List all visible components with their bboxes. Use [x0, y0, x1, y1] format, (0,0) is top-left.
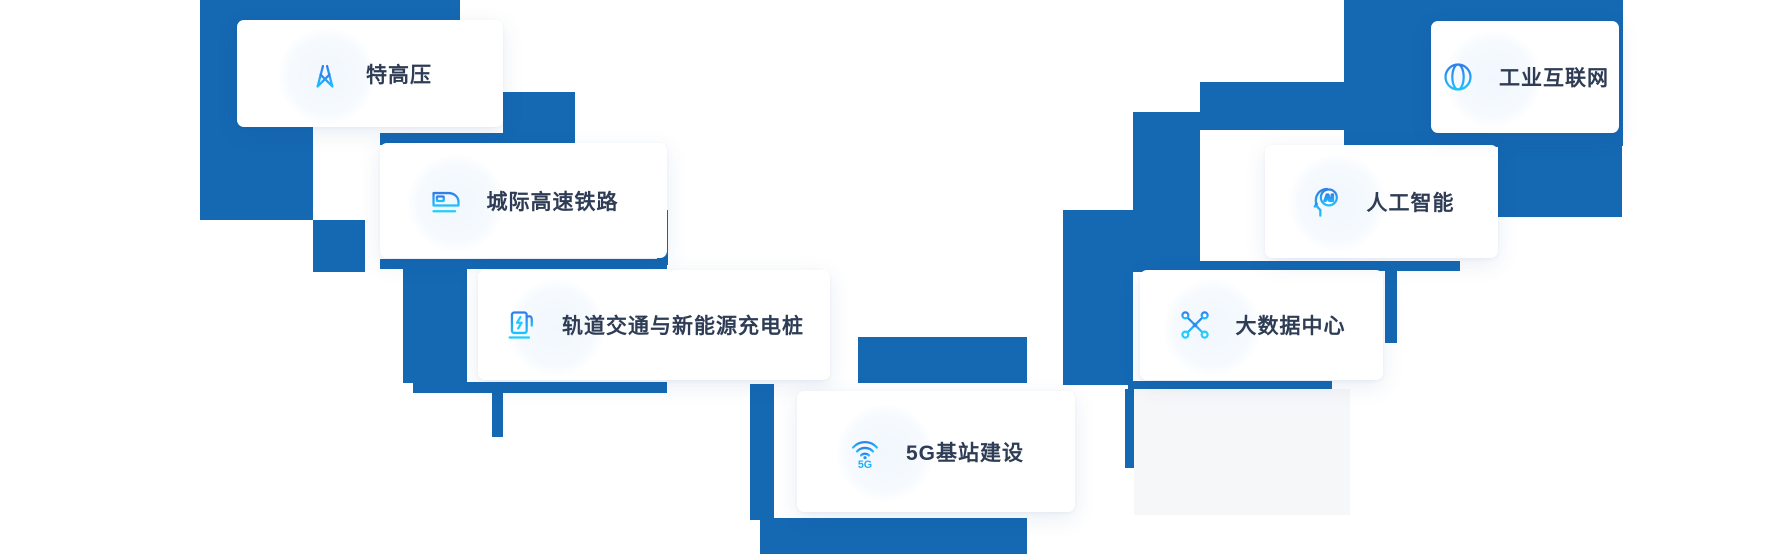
feature-card-industrial-internet[interactable]: 工业互联网 [1431, 21, 1619, 133]
icon-halo [1445, 31, 1541, 127]
high-speed-train-icon [429, 184, 463, 218]
deco-block [750, 384, 774, 520]
deco-block [760, 518, 1027, 554]
ai-head-icon: AI [1309, 185, 1343, 219]
deco-block [503, 92, 575, 137]
ev-charger-icon [504, 308, 538, 342]
gray-block [1134, 389, 1350, 515]
feature-label: 轨道交通与新能源充电桩 [562, 315, 804, 338]
feature-label: 人工智能 [1366, 191, 1455, 215]
feature-label: 工业互联网 [1499, 67, 1609, 90]
power-tower-icon [308, 57, 342, 91]
deco-block [380, 259, 667, 269]
feature-label: 大数据中心 [1235, 315, 1346, 338]
svg-text:AI: AI [1324, 192, 1334, 203]
deco-block [1063, 210, 1133, 385]
deco-block [1430, 137, 1498, 147]
deco-block [1498, 136, 1622, 217]
feature-label: 特高压 [366, 63, 432, 87]
feature-label: 5G基站建设 [905, 441, 1024, 465]
deco-block [1128, 381, 1332, 389]
feature-card-uhv[interactable]: 特高压 [237, 20, 503, 127]
data-nodes-icon [1178, 308, 1212, 342]
icon-halo [1164, 280, 1260, 376]
deco-block [492, 393, 503, 437]
svg-text:5G: 5G [858, 458, 872, 468]
feature-card-rail-ev-charging[interactable]: 轨道交通与新能源充电桩 [478, 270, 830, 380]
icon-halo [837, 405, 933, 501]
deco-block [413, 382, 667, 393]
icon-halo [408, 155, 504, 251]
deco-block [1133, 261, 1460, 271]
deco-block [858, 337, 1027, 383]
deco-block [403, 269, 467, 383]
5g-signal-icon: 5G [848, 435, 882, 469]
deco-block [1385, 271, 1397, 343]
deco-block [313, 220, 365, 272]
icon-halo [508, 280, 604, 376]
feature-card-5g-base-station[interactable]: 5G 5G基站建设 [797, 391, 1075, 512]
icon-halo [1289, 155, 1385, 251]
feature-label: 城际高速铁路 [486, 190, 619, 214]
feature-card-big-data-center[interactable]: 大数据中心 [1140, 270, 1383, 380]
deco-block [1133, 112, 1200, 272]
deco-block [380, 133, 575, 145]
feature-card-intercity-rail[interactable]: 城际高速铁路 [380, 143, 667, 258]
feature-card-artificial-intelligence[interactable]: AI 人工智能 [1265, 145, 1498, 258]
globe-icon [1441, 60, 1475, 94]
